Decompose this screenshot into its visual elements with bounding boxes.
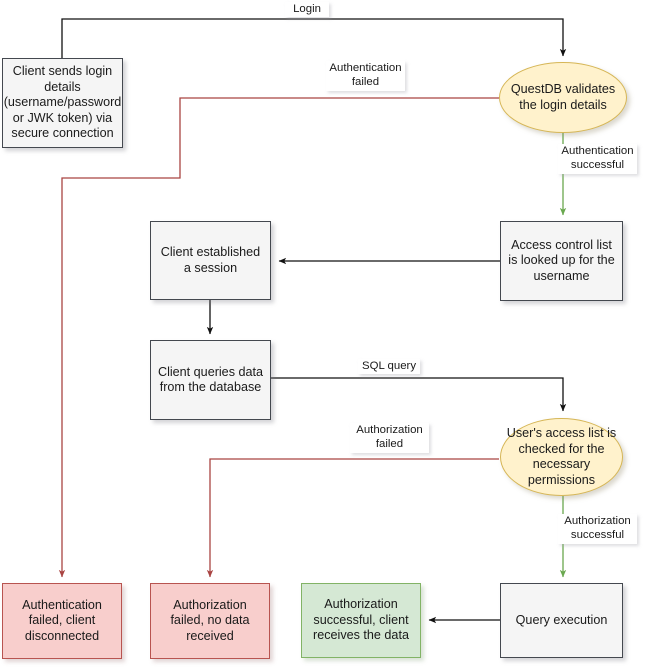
node-questdb-validates[interactable]: QuestDB validates the login details (499, 62, 627, 133)
edge-label-sql-query: SQL query (358, 359, 420, 374)
node-authorization-successful[interactable]: Authorization successful, client receive… (301, 583, 421, 658)
node-client-login-label: Client sends login details (username/pas… (3, 64, 122, 141)
node-authorization-successful-label: Authorization successful, client receive… (313, 597, 409, 643)
edge-authorization-failed (206, 458, 499, 578)
node-authorization-failed-label: Authorization failed, no data received (170, 597, 250, 643)
node-access-control-list[interactable]: Access control list is looked up for the… (500, 221, 623, 301)
node-query-execution[interactable]: Query execution (500, 583, 623, 658)
node-access-list-checked[interactable]: User's access list is checked for the ne… (500, 418, 623, 496)
edge-authentication-failed (58, 97, 499, 578)
node-access-control-list-label: Access control list is looked up for the… (508, 237, 615, 283)
node-client-session[interactable]: Client established a session (150, 221, 271, 300)
edge-sql-query (271, 377, 567, 412)
node-questdb-validates-label: QuestDB validates the login details (510, 82, 616, 112)
edge-label-authentication-successful: Authentication successful (558, 144, 637, 174)
node-query-execution-label: Query execution (515, 612, 608, 627)
edge-label-authorization-failed: Authorization failed (350, 423, 429, 453)
node-authentication-failed[interactable]: Authentication failed, client disconnect… (2, 583, 122, 659)
edge-login (61, 18, 567, 58)
node-authentication-failed-label: Authentication failed, client disconnect… (22, 597, 102, 643)
node-authorization-failed[interactable]: Authorization failed, no data received (150, 583, 270, 659)
edge-label-authorization-successful: Authorization successful (558, 514, 637, 544)
edge-label-login: Login (285, 2, 329, 17)
node-client-session-label: Client established a session (160, 245, 261, 275)
node-client-login[interactable]: Client sends login details (username/pas… (2, 58, 123, 148)
node-client-queries-label: Client queries data from the database (157, 364, 263, 395)
node-client-queries[interactable]: Client queries data from the database (150, 340, 271, 420)
edge-label-authentication-failed: Authentication failed (326, 61, 405, 91)
node-access-list-checked-label: User's access list is checked for the ne… (506, 426, 617, 487)
